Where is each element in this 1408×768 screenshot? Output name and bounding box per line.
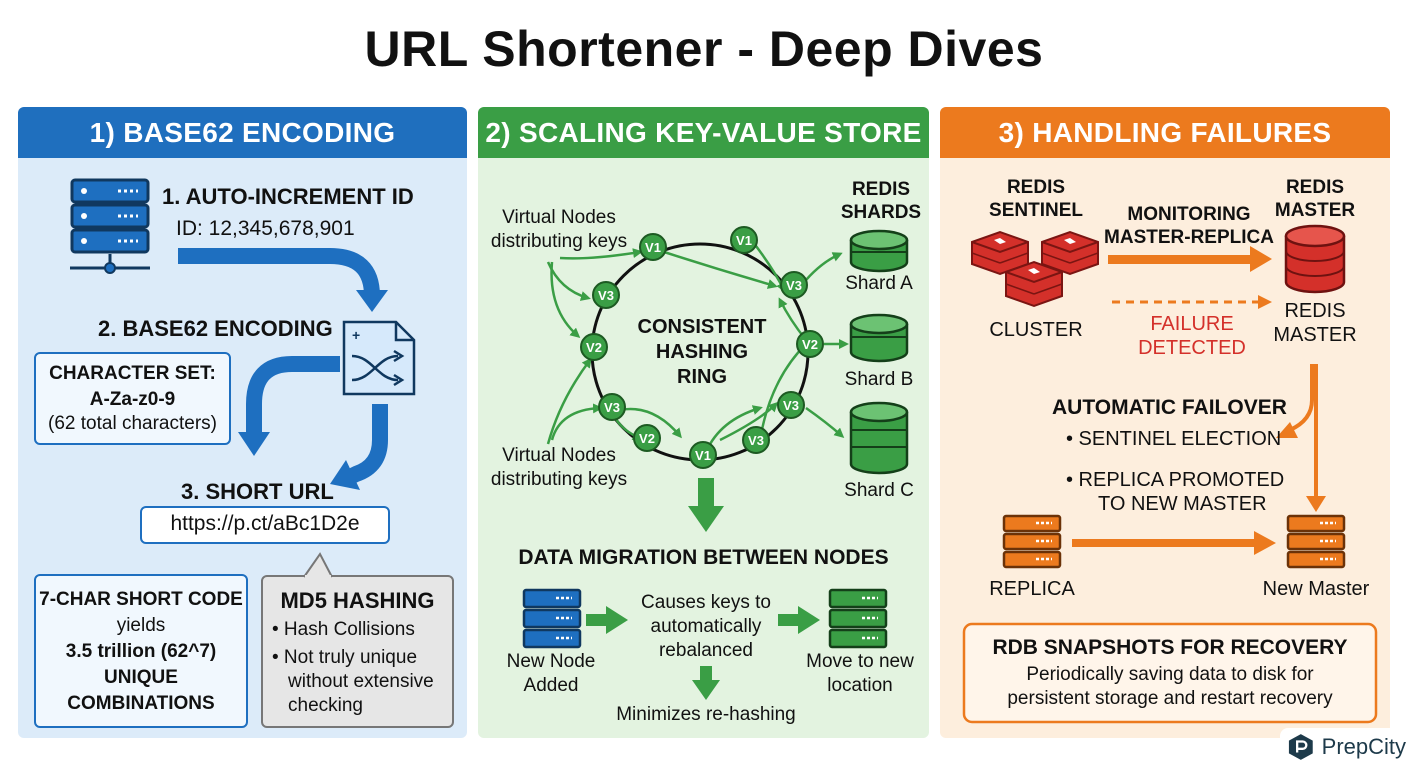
vnodes-label: distributing keys (490, 469, 628, 490)
charset-box (34, 352, 231, 445)
new-master-label: New Master (1262, 578, 1370, 600)
failover-title: AUTOMATIC FAILOVER (1052, 396, 1287, 419)
ring-label: CONSISTENT (637, 316, 767, 338)
vnodes-label: Virtual Nodes (502, 445, 616, 466)
code-line: 3.5 trillion (62^7) (65, 641, 217, 662)
shard-label: Shard C (844, 480, 914, 501)
panel-heading: 1) BASE62 ENCODING (18, 107, 467, 158)
new-node-label: Added (523, 675, 579, 696)
failover-item: • SENTINEL ELECTION (1066, 428, 1282, 450)
code-line: 7-CHAR SHORT CODE (39, 589, 243, 610)
shard-label: Shard B (844, 369, 914, 390)
brand-badge: PrepCity (1280, 728, 1406, 766)
sentinel-title: REDIS (1006, 177, 1066, 198)
panel-heading: 2) SCALING KEY-VALUE STORE (478, 107, 929, 158)
failover-item: • REPLICA PROMOTED (1066, 469, 1285, 491)
move-label: location (827, 675, 893, 696)
vnodes-label: Virtual Nodes (502, 207, 616, 228)
callout-pointer (303, 552, 333, 578)
rdb-title: RDB SNAPSHOTS FOR RECOVERY (992, 636, 1348, 659)
charset-value: A-Za-z0-9 (89, 389, 176, 410)
shard-label: Shard A (845, 273, 913, 294)
master-label: REDIS (1284, 300, 1346, 322)
monitoring-label: MASTER-REPLICA (1104, 227, 1274, 248)
panel-heading: 3) HANDLING FAILURES (940, 107, 1390, 158)
ring-label: RING (677, 366, 727, 388)
short-url: https://p.ct/aBc1D2e (170, 512, 360, 535)
step2-title: 2. BASE62 ENCODING (98, 316, 333, 341)
code-line: COMBINATIONS (67, 693, 215, 714)
step1-id: ID: 12,345,678,901 (176, 217, 355, 240)
md5-bullet: • Hash Collisions (272, 619, 415, 640)
code-line: yields (116, 615, 166, 636)
code-capacity-box (34, 574, 248, 728)
migration-title: DATA MIGRATION BETWEEN NODES (518, 546, 889, 569)
causes-label: Causes keys to (641, 592, 771, 613)
charset-note: (62 total characters) (48, 413, 217, 434)
short-url-box (140, 506, 390, 544)
master-label: MASTER (1273, 324, 1357, 346)
new-node-label: New Node (506, 651, 596, 672)
step3-title: 3. SHORT URL (181, 479, 334, 504)
charset-title: CHARACTER SET: (49, 363, 216, 384)
failover-item: TO NEW MASTER (1098, 493, 1267, 515)
page-title: URL Shortener - Deep Dives (364, 21, 1044, 77)
replica-label: REPLICA (989, 578, 1075, 600)
step1-title: 1. AUTO-INCREMENT ID (162, 184, 414, 209)
master-title: REDIS (1285, 177, 1345, 198)
cluster-label: CLUSTER (989, 319, 1083, 341)
causes-label: automatically (650, 616, 762, 637)
code-line: UNIQUE (104, 667, 178, 688)
move-label: Move to new (806, 651, 914, 672)
md5-bullet: • Not truly unique (272, 647, 418, 668)
sentinel-title: SENTINEL (989, 200, 1083, 221)
monitoring-label: MONITORING (1127, 204, 1251, 225)
md5-callout (261, 575, 454, 728)
minimizes-label: Minimizes re-hashing (616, 704, 796, 725)
causes-label: rebalanced (658, 640, 754, 661)
rdb-text: persistent storage and restart recovery (1007, 688, 1333, 709)
md5-bullet: checking (288, 695, 363, 716)
master-title: MASTER (1274, 200, 1356, 221)
prepcity-logo-icon (1288, 734, 1313, 760)
md5-title: MD5 HASHING (280, 588, 435, 613)
shards-title: REDIS (851, 179, 911, 200)
vnodes-label: distributing keys (490, 231, 628, 252)
md5-bullet: without extensive (288, 671, 434, 692)
brand-name: PrepCity (1321, 734, 1406, 759)
shards-title: SHARDS (840, 202, 922, 223)
failure-label: FAILURE (1150, 313, 1234, 335)
failure-label: DETECTED (1138, 337, 1246, 359)
rdb-text: Periodically saving data to disk for (1026, 664, 1314, 685)
ring-label: HASHING (655, 341, 749, 363)
